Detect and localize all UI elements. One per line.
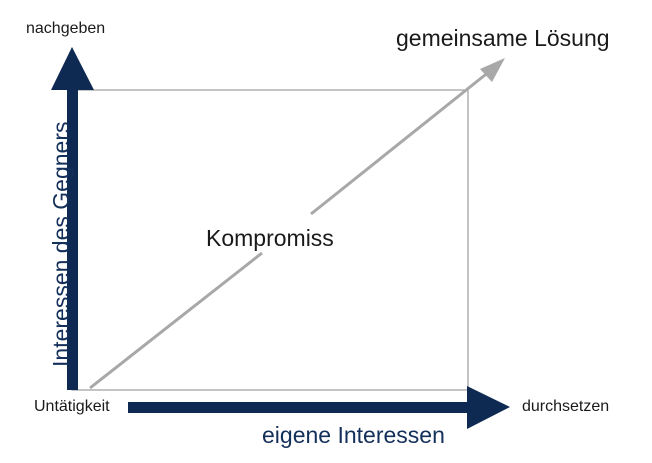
label-kompromiss: Kompromiss	[206, 225, 334, 251]
y-axis-title: Interessen des Gegners	[48, 121, 74, 367]
label-nachgeben: nachgeben	[26, 20, 106, 37]
x-axis-arrow	[128, 386, 510, 429]
label-untaetigkeit: Untätigkeit	[34, 398, 110, 415]
y-axis-arrow	[51, 47, 94, 390]
label-durchsetzen: durchsetzen	[522, 398, 610, 415]
x-axis-title: eigene Interessen	[262, 422, 445, 448]
label-gemeinsame-loesung: gemeinsame Lösung	[396, 25, 610, 51]
diagonal-arrow	[89, 58, 505, 390]
